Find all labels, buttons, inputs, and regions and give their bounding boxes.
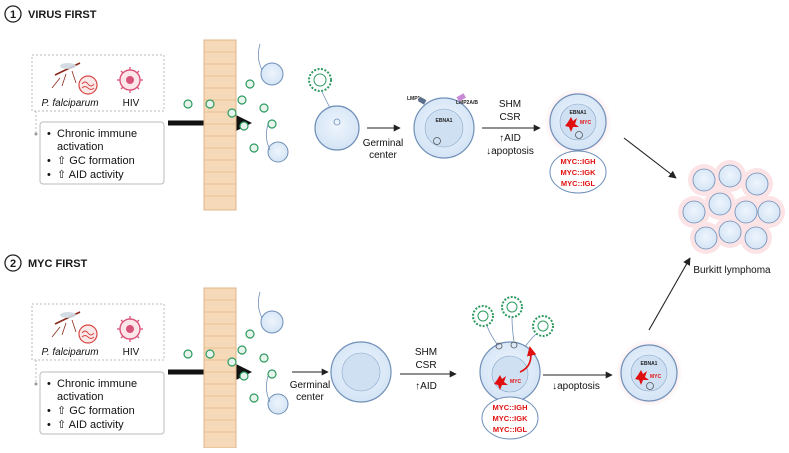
section-title: MYC FIRST: [28, 258, 88, 270]
effect-gc-formation: ⇧ GC formation: [57, 155, 135, 167]
section-number: 2: [10, 258, 16, 270]
gc-label-line2: center: [369, 150, 397, 161]
myc-burst-icon: [565, 117, 579, 132]
apoptosis-down-label: ↓apoptosis: [552, 381, 600, 392]
hiv-virus-icon: [117, 67, 143, 93]
naive-b-cells: [260, 310, 289, 415]
effect-chronic-activation-cont: activation: [57, 141, 103, 153]
parasite-cell-icon: [78, 324, 98, 344]
myc-label-2: MYC: [650, 374, 662, 380]
pathogen-box: [31, 54, 165, 112]
section-number-badge: [4, 5, 22, 23]
bullet-dot: •: [47, 128, 51, 140]
svg-text:•: •: [47, 405, 51, 417]
lmp1-label: LMP1: [407, 96, 421, 102]
mosquito-icon: [51, 62, 81, 89]
shm-label: SHM: [499, 99, 521, 110]
myc-activation-arrow: [519, 346, 537, 373]
effect-aid-activity: ⇧ AID activity: [57, 419, 124, 431]
naive-b-cells: [260, 62, 289, 163]
ebv-virions: [183, 79, 277, 153]
csr-label: CSR: [415, 360, 436, 371]
pathogen-label-plasmodium: P. falciparum: [41, 347, 98, 358]
section-number: 1: [10, 9, 16, 21]
arrow-to-lymphoma-1: [623, 137, 677, 179]
pathogen-box: [31, 303, 165, 361]
section-number-badge: [4, 254, 22, 272]
effect-chronic-activation: Chronic immune: [57, 128, 137, 140]
infected-b-cell: [314, 105, 360, 151]
translocation-bubble: [549, 150, 607, 194]
mosquito-icon: [51, 311, 81, 338]
myc-label: MYC: [510, 379, 522, 385]
csr-label: CSR: [499, 112, 520, 123]
ebv-virions: [183, 329, 277, 403]
translocation-igk: MYC::IGK: [493, 414, 529, 423]
burkitt-lymphoma-cluster: Burkitt lymphoma: [678, 160, 785, 276]
svg-text:•: •: [47, 169, 51, 181]
burkitt-lymphoma-label: Burkitt lymphoma: [693, 265, 771, 276]
apoptosis-down-label: ↓apoptosis: [486, 146, 534, 157]
aid-up-label: ↑AID: [499, 133, 521, 144]
translocation-igh: MYC::IGH: [493, 403, 528, 412]
translocation-igl: MYC::IGL: [561, 179, 596, 188]
effect-chronic-activation-cont: activation: [57, 391, 103, 403]
myc-label: MYC: [580, 120, 592, 126]
epithelium-column: [203, 39, 237, 211]
lmp2-receptor: [456, 93, 466, 102]
ebv-episome: [433, 137, 441, 145]
ebna1-label: EBNA1: [436, 118, 453, 124]
section-myc-first: 2 MYC FIRST P. falciparum HIV: [4, 254, 691, 449]
gc-label-line1: Germinal: [363, 138, 404, 149]
lmp2-label: LMP2A/B: [456, 100, 478, 106]
translocation-igl: MYC::IGL: [493, 425, 528, 434]
effects-box: [39, 371, 165, 435]
effect-chronic-activation: Chronic immune: [57, 378, 137, 390]
effect-gc-formation: ⇧ GC formation: [57, 405, 135, 417]
pathogen-label-hiv: HIV: [123, 98, 140, 109]
translocation-igk: MYC::IGK: [561, 168, 597, 177]
lmp1-receptor: [417, 96, 427, 105]
ebna1-label-transformed: EBNA1: [570, 110, 587, 116]
svg-text:•: •: [47, 378, 51, 390]
effect-aid-activity: ⇧ AID activity: [57, 169, 124, 181]
section-title: VIRUS FIRST: [28, 9, 97, 21]
ebna1-label: EBNA1: [641, 361, 658, 367]
translocation-igh: MYC::IGH: [561, 157, 596, 166]
svg-text:•: •: [47, 419, 51, 431]
effects-box: [39, 121, 165, 185]
myc-burst-icon-2: [635, 370, 649, 385]
pathogen-label-hiv: HIV: [123, 347, 140, 358]
arrow-to-lymphoma-2: [648, 257, 691, 331]
aid-up-label: ↑AID: [415, 381, 437, 392]
pathogen-label-plasmodium: P. falciparum: [41, 98, 98, 109]
gc-label-line1: Germinal: [290, 380, 331, 391]
hiv-virus-icon: [117, 316, 143, 342]
shm-label: SHM: [415, 347, 437, 358]
parasite-cell-icon: [78, 75, 98, 95]
epithelium-column: [203, 287, 237, 449]
myc-burst-icon: [494, 375, 508, 390]
svg-text:•: •: [47, 155, 51, 167]
translocation-bubble: [481, 396, 539, 440]
ebv-virions-attached: [472, 296, 554, 349]
section-virus-first: 1 VIRUS FIRST P. falciparum: [4, 5, 677, 211]
gc-label-line2: center: [296, 392, 324, 403]
